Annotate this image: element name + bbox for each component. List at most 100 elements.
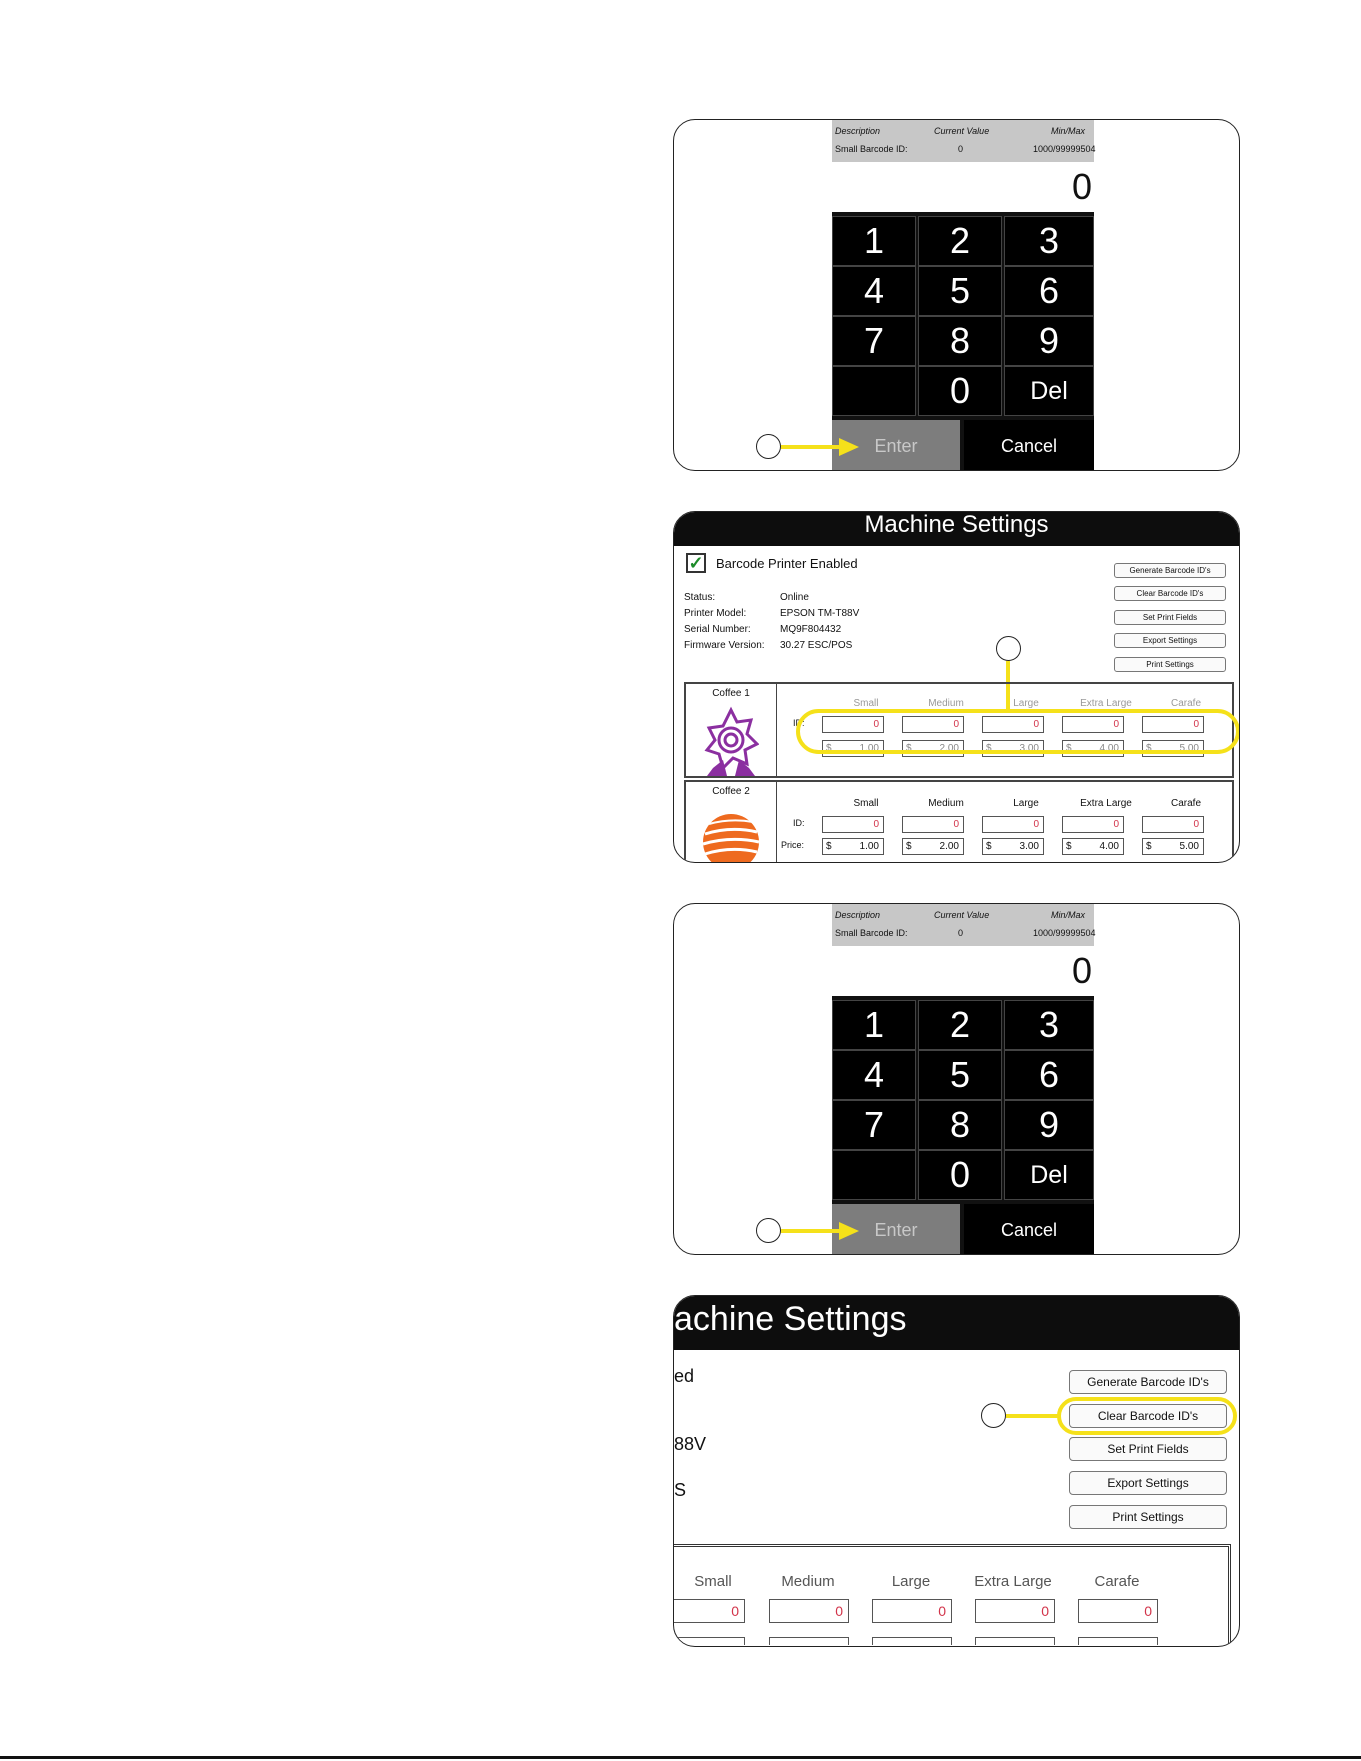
price-field-extra-large[interactable] (975, 1637, 1055, 1645)
key-1[interactable]: 1 (832, 216, 916, 266)
size-label-carafe: Carafe (1170, 698, 1201, 709)
field-description: Small Barcode ID: (835, 144, 908, 154)
coffee-2-id-carafe[interactable]: 0 (1142, 816, 1204, 833)
key-6[interactable]: 6 (1004, 266, 1094, 316)
keypad-panel-2: Description Current Value Min/Max Small … (673, 903, 1240, 1255)
field-current-value: 0 (958, 928, 964, 938)
export-settings-button[interactable]: Export Settings (1069, 1471, 1227, 1495)
coffee-2-cell: Coffee 2 (686, 782, 777, 862)
coffee-2-id-small[interactable]: 0 (822, 816, 884, 833)
callout-circle (756, 434, 781, 459)
coffee-2-price-small[interactable]: $1.00 (822, 838, 884, 855)
key-3[interactable]: 3 (1004, 216, 1094, 266)
coffee-1-id-medium[interactable]: 0 (902, 716, 964, 733)
cancel-button[interactable]: Cancel (964, 1204, 1094, 1254)
key-8[interactable]: 8 (918, 1100, 1002, 1150)
barcode-enabled-label: Barcode Printer Enabled (716, 556, 858, 571)
generate-barcode-button[interactable]: Generate Barcode ID's (1069, 1370, 1227, 1394)
size-label-small: Small (694, 1573, 732, 1590)
coffee-1-id-extra-large[interactable]: 0 (975, 1599, 1055, 1623)
key-blank (832, 366, 916, 416)
size-label-small: Small (853, 798, 879, 809)
callout-line (1006, 1414, 1058, 1418)
key-blank (832, 1150, 916, 1200)
size-label-extra-large: Extra Large (1080, 698, 1132, 709)
keypad-panel-1: Description Current Value Min/Max Small … (673, 119, 1240, 471)
key-8[interactable]: 8 (918, 316, 1002, 366)
coffee-2-price-large[interactable]: $3.00 (982, 838, 1044, 855)
coffee-1-name: Coffee 1 (712, 688, 750, 699)
header-current-value: Current Value (934, 910, 990, 920)
price-label: Price: (781, 840, 805, 850)
key-4[interactable]: 4 (832, 266, 916, 316)
coffee-1-id-carafe[interactable]: 0 (1142, 716, 1204, 733)
price-field-large[interactable] (872, 1637, 952, 1645)
key-6[interactable]: 6 (1004, 1050, 1094, 1100)
key-0[interactable]: 0 (918, 366, 1002, 416)
key-7[interactable]: 7 (832, 1100, 916, 1150)
yellow-arrow-icon (781, 438, 859, 456)
field-min-max: 1000/99999504 (1033, 928, 1096, 938)
key-del[interactable]: Del (1004, 366, 1094, 416)
id-label: ID: (793, 818, 805, 828)
header-min-max: Min/Max (1051, 910, 1086, 920)
size-label-medium: Medium (781, 1573, 835, 1590)
header-description: Description (835, 126, 881, 136)
coffee-1-id-small[interactable]: 0 (674, 1599, 745, 1623)
printer-model-value: 88V (674, 1434, 707, 1454)
size-label-large: Large (1013, 798, 1039, 809)
keypad-header: Description Current Value Min/Max Small … (832, 120, 1096, 162)
price-field-medium[interactable] (769, 1637, 849, 1645)
coffee-2-price-medium[interactable]: $2.00 (902, 838, 964, 855)
key-9[interactable]: 9 (1004, 1100, 1094, 1150)
size-label-small: Small (853, 698, 879, 709)
key-2[interactable]: 2 (918, 216, 1002, 266)
coffee-1-id-extra-large[interactable]: 0 (1062, 716, 1124, 733)
coffee-2-price-extra-large[interactable]: $4.00 (1062, 838, 1124, 855)
coffee-1-id-medium[interactable]: 0 (769, 1599, 849, 1623)
size-label-extra-large: Extra Large (974, 1573, 1052, 1590)
coffee-1-id-carafe[interactable]: 0 (1078, 1599, 1158, 1623)
key-0[interactable]: 0 (918, 1150, 1002, 1200)
firmware-value: S (674, 1480, 687, 1500)
set-print-fields-button[interactable]: Set Print Fields (1069, 1437, 1227, 1461)
coffee-2-id-medium[interactable]: 0 (902, 816, 964, 833)
coffee-2-id-extra-large[interactable]: 0 (1062, 816, 1124, 833)
print-settings-button[interactable]: Print Settings (1069, 1505, 1227, 1529)
id-row-highlight (796, 709, 1239, 754)
cancel-button[interactable]: Cancel (964, 420, 1094, 470)
firmware-label: Firmware Version: (684, 640, 765, 651)
clear-barcode-button[interactable]: Clear Barcode ID's (1069, 1404, 1227, 1428)
status-label: Status: (684, 592, 716, 603)
size-label-extra-large: Extra Large (1080, 798, 1132, 809)
size-label-large: Large (891, 1573, 931, 1590)
key-4[interactable]: 4 (832, 1050, 916, 1100)
generate-barcode-button[interactable]: Generate Barcode ID's (1114, 563, 1226, 578)
barcode-enabled-checkbox[interactable]: ✓ (686, 553, 706, 573)
clear-barcode-button[interactable]: Clear Barcode ID's (1114, 586, 1226, 601)
coffee-2-id-large[interactable]: 0 (982, 816, 1044, 833)
export-settings-button[interactable]: Export Settings (1114, 633, 1226, 648)
key-5[interactable]: 5 (918, 1050, 1002, 1100)
key-7[interactable]: 7 (832, 316, 916, 366)
key-1[interactable]: 1 (832, 1000, 916, 1050)
price-field-carafe[interactable] (1078, 1637, 1158, 1645)
header-description: Description (835, 910, 881, 920)
key-3[interactable]: 3 (1004, 1000, 1094, 1050)
coffee-1-id-small[interactable]: 0 (822, 716, 884, 733)
coffee-1-id-large[interactable]: 0 (982, 716, 1044, 733)
print-settings-button[interactable]: Print Settings (1114, 657, 1226, 672)
price-field-small[interactable] (674, 1637, 745, 1645)
key-2[interactable]: 2 (918, 1000, 1002, 1050)
set-print-fields-button[interactable]: Set Print Fields (1114, 610, 1226, 625)
coffee-1-id-large[interactable]: 0 (872, 1599, 952, 1623)
machine-settings-panel-1: Machine Settings ✓ Barcode Printer Enabl… (673, 511, 1240, 863)
barcode-enabled-label: ed (674, 1366, 695, 1386)
key-9[interactable]: 9 (1004, 316, 1094, 366)
key-5[interactable]: 5 (918, 266, 1002, 316)
page-title: achine Settings (674, 1296, 1239, 1350)
serial-number-value: MQ9F804432 (780, 624, 842, 635)
coffee-2-price-carafe[interactable]: $5.00 (1142, 838, 1204, 855)
key-del[interactable]: Del (1004, 1150, 1094, 1200)
keypad: Description Current Value Min/Max Small … (832, 904, 1096, 1254)
